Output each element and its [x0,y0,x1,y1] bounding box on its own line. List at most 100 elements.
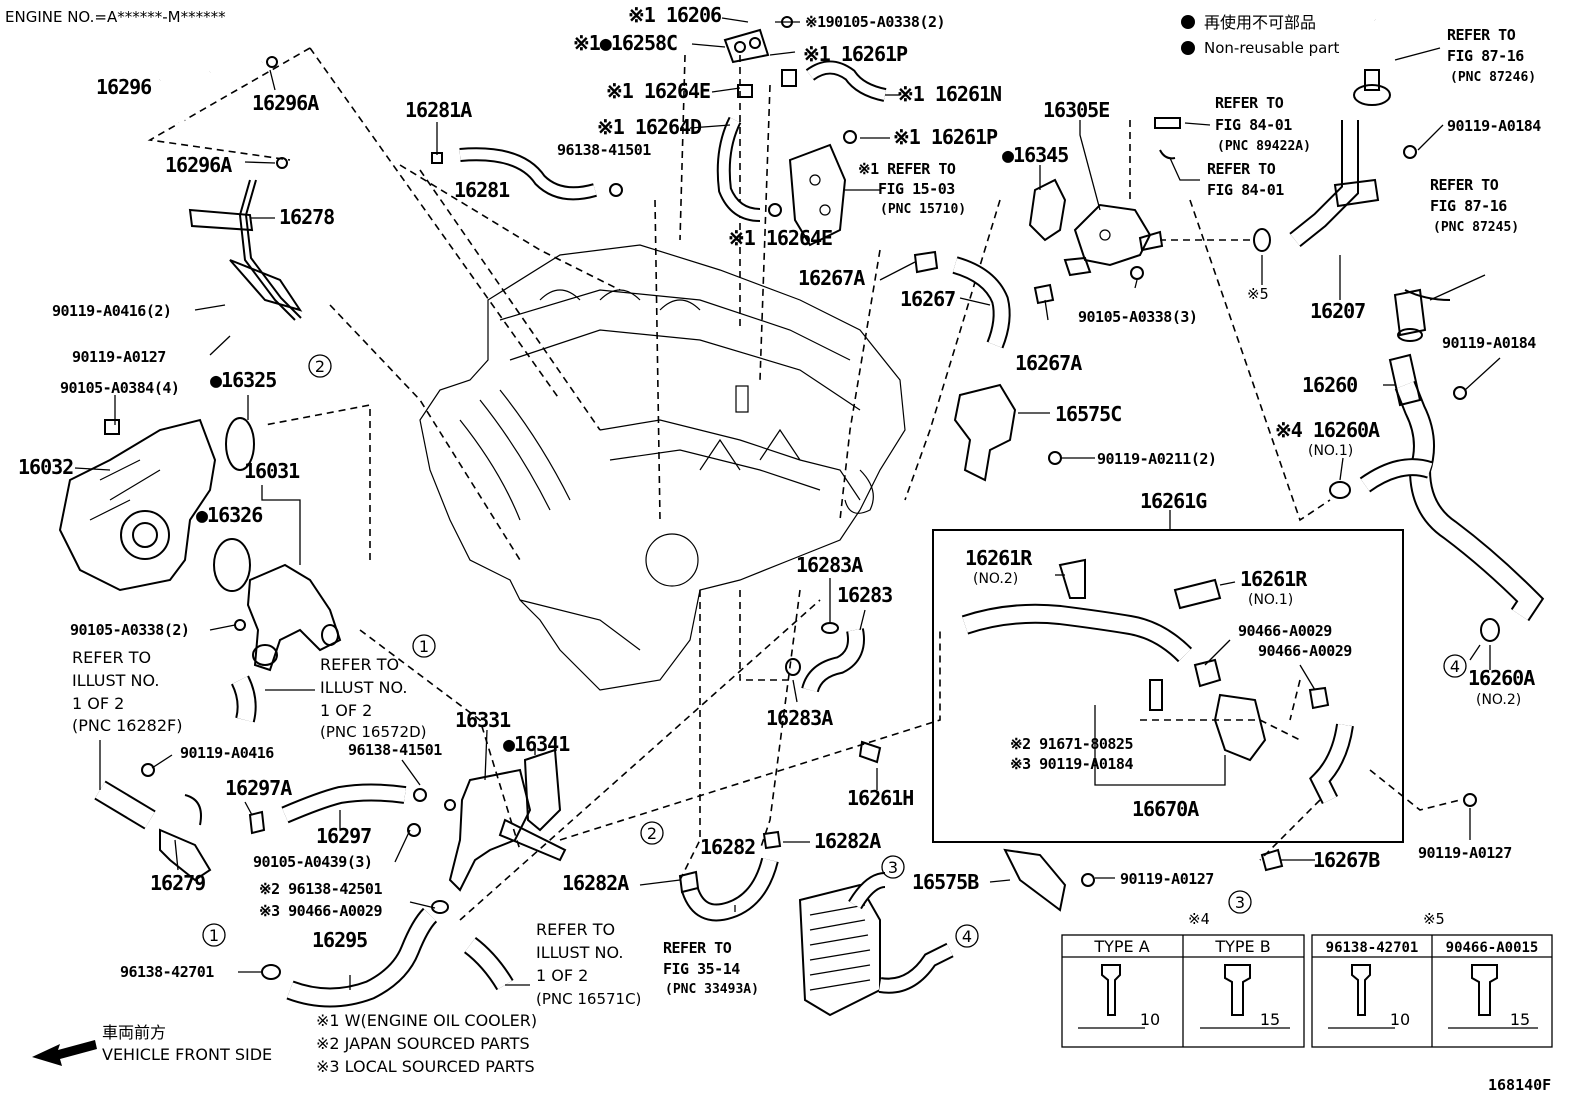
circle-2-top: 2 [315,357,325,376]
part-hose-16267b [1260,723,1477,872]
label-16279: 16279 [150,871,205,895]
non-reusable-mark-icon [1181,41,1195,55]
label-refer-87-16-b: REFER TO [1430,176,1499,194]
label-16297a: 16297A [225,776,292,800]
label-no1-r: (NO.1) [1248,592,1293,608]
label-16207: 16207 [1310,299,1365,323]
label-pnc-16282f: (PNC 16282F) [72,716,182,735]
label-16575b: 16575B [912,870,979,894]
table4-col1: TYPE A [1093,937,1149,956]
label-fig-35-14: FIG 35-14 [663,960,740,978]
label-fig-87-16-a: FIG 87-16 [1447,47,1524,65]
label-no2-r: (NO.2) [973,571,1018,587]
label-16261g: 16261G [1140,489,1207,513]
label-16296a-top: 16296A [252,91,319,115]
label-x5: ※5 [1247,285,1269,303]
label-16670a: 16670A [1132,797,1199,821]
label-16032: 16032 [18,455,73,479]
footnotes: ※1 W(ENGINE OIL COOLER) ※2 JAPAN SOURCED… [316,1011,537,1076]
engine-block [419,244,906,691]
label-90119-a0184-mid: 90119-A0184 [1442,334,1536,352]
label-16264e-top: ※1 16264E [606,79,710,103]
circle-2-bot: 2 [647,824,657,843]
label-refer-84-01-b: REFER TO [1207,160,1276,178]
part-hose-16282 [678,830,782,922]
vehicle-front-ja: 車両前方 [102,1023,166,1042]
label-90466-a0029-a: 90466-A0029 [1238,622,1332,640]
label-refer-illust-bot: REFER TO [536,920,615,939]
label-1-of-2-bot: 1 OF 2 [536,966,588,985]
part-hose-16281 [431,147,623,201]
part-clamp-x5 [1253,228,1271,252]
part-pipe-16278 [188,157,303,321]
label-fig-87-16-b: FIG 87-16 [1430,197,1507,215]
label-pnc-15710: (PNC 15710) [880,202,966,217]
label-16267: 16267 [900,287,955,311]
label-illust-no-bot: ILLUST NO. [536,943,623,962]
label-no2: (NO.2) [1476,692,1521,708]
label-16261r-no1: 16261R [1240,567,1308,591]
engine-number: ENGINE NO.=A******-M****** [5,8,226,26]
label-90105-a0338-2-left: 90105-A0338(2) [70,621,189,639]
clamp-table-4: ※4 TYPE A TYPE B 10 15 [1061,910,1305,1048]
part-hose-16260 [1329,353,1545,642]
label-16278: 16278 [279,205,334,229]
label-90105-a0338-2: ※190105-A0338(2) [805,13,945,31]
label-90119-a0127-left: 90119-A0127 [72,348,166,366]
label-16283: 16283 [837,583,892,607]
footnote-1: ※1 W(ENGINE OIL COOLER) [316,1011,537,1030]
label-refer-illust-mid: REFER TO [320,655,399,674]
circle-4-cooler: 4 [962,927,972,946]
label-16267a-bot: 16267A [1015,351,1082,375]
part-hose-16261n [781,60,887,144]
label-90105-a0439-3: 90105-A0439(3) [253,853,372,871]
label-16297: 16297 [316,824,371,848]
circle-1-bot: 1 [209,926,219,945]
label-pnc-87246: (PNC 87246) [1450,70,1536,85]
label-pnc-33493a: (PNC 33493A) [665,982,759,997]
part-sensor-89422a [1154,117,1181,160]
label-16260a-no1: ※4 16260A [1275,418,1380,442]
label-refer-illust-left: REFER TO [72,648,151,667]
label-16575c: 16575C [1055,402,1121,426]
label-90119-a0184-box: ※3 90119-A0184 [1010,755,1133,773]
label-90105-a0384-4: 90105-A0384(4) [60,379,179,397]
label-pnc-16571c: (PNC 16571C) [536,990,641,1008]
callout-circles: 2 1 1 2 3 4 3 4 [202,354,1467,948]
label-96138-41501-bot: 96138-41501 [348,741,442,759]
label-90105-a0338-3: 90105-A0338(3) [1078,308,1197,326]
part-hose-16279 [94,763,212,882]
vehicle-front-en: VEHICLE FRONT SIDE [102,1045,272,1064]
label-16206: ※1 16206 [628,3,721,27]
legend-ja: 再使用不可部品 [1204,13,1316,32]
part-gasket-16325 [225,417,255,471]
label-16282a-right: 16282A [814,829,881,853]
label-16031: 16031 [244,459,300,483]
label-fig-15-03: FIG 15-03 [878,180,955,198]
label-no1: (NO.1) [1308,443,1353,459]
label-91671-80825: ※2 91671-80825 [1010,735,1133,753]
part-hose-16571c [463,937,514,991]
label-16295: 16295 [312,928,367,952]
label-pnc-89422a: (PNC 89422A) [1217,139,1311,154]
leader-lines [74,17,1501,990]
part-outlet-16305e [1063,203,1164,280]
label-16341: ●16341 [503,732,570,756]
label-16261r-no2: 16261R [965,546,1033,570]
part-hose-16295 [261,900,449,1008]
part-bracket-16575c [953,383,1062,482]
part-hose-16296 [158,56,278,136]
label-96138-42501: ※2 96138-42501 [259,880,382,898]
table5-col1: 96138-42701 [1326,940,1419,956]
label-90466-a0029-left: ※3 90466-A0029 [259,902,382,920]
label-16296: 16296 [96,75,151,99]
part-gasket-16345 [1028,178,1067,242]
label-16325: ●16325 [210,368,276,392]
label-fig-84-01-b: FIG 84-01 [1207,181,1284,199]
table4-col2: TYPE B [1214,937,1270,956]
table5-col2: 90466-A0015 [1446,940,1539,956]
label-90119-a0416: 90119-A0416 [180,744,274,762]
table5-dim1: 10 [1390,1010,1410,1029]
label-90119-a0127-right: 90119-A0127 [1418,844,1512,862]
